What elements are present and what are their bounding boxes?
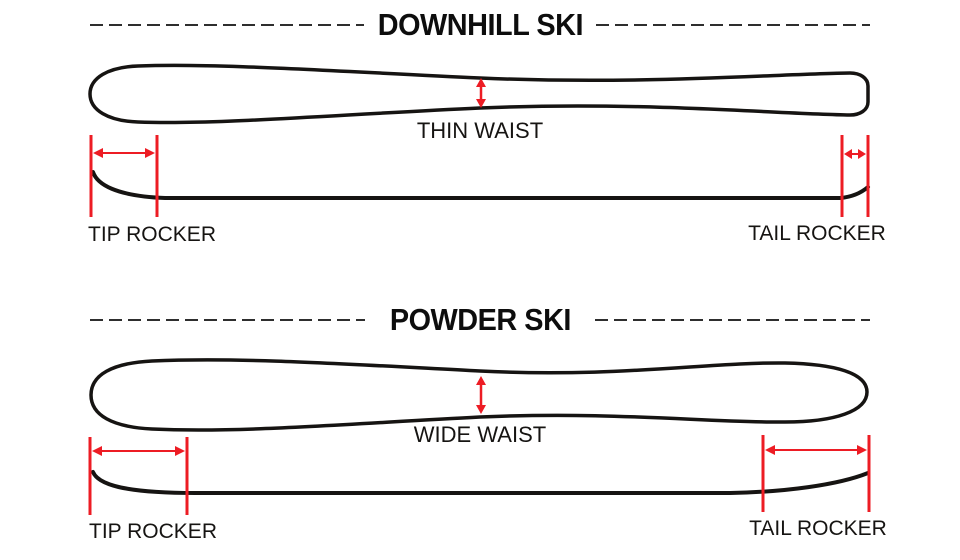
arrow-right-head: [145, 148, 155, 158]
arrow-left-head: [93, 148, 103, 158]
arrow-left-head: [844, 149, 852, 159]
downhill-ski-diagram: THIN WAIST TIP ROCKER TAIL ROCKER: [88, 63, 886, 246]
arrow-down-head: [476, 405, 486, 414]
downhill-title-row: DOWNHILL SKI: [90, 6, 870, 44]
powder-tip-rocker-measure: [88, 437, 189, 515]
arrow-left-head: [765, 445, 775, 455]
powder-ski-topview-outline: [89, 358, 869, 432]
arrow-up-head: [476, 376, 486, 385]
dashed-rule-left: [90, 23, 364, 27]
wide-waist-arrow: [476, 376, 486, 414]
powder-tail-rocker-measure: [761, 435, 871, 512]
downhill-tip-rocker-measure: [89, 135, 159, 217]
powder-title-row: POWDER SKI: [90, 301, 871, 339]
downhill-ski-profile-line: [91, 170, 870, 200]
thin-waist-label: THIN WAIST: [417, 118, 543, 143]
dashed-rule-right: [596, 23, 870, 27]
powder-title: POWDER SKI: [389, 302, 571, 337]
arrow-up-head: [476, 78, 486, 87]
arrow-right-head: [175, 446, 185, 456]
downhill-tail-rocker-measure: [840, 135, 870, 217]
downhill-tip-rocker-label: TIP ROCKER: [88, 223, 216, 246]
arrow-right-head: [857, 445, 867, 455]
arrow-down-head: [476, 99, 486, 108]
powder-ski-diagram: WIDE WAIST TIP ROCKER TAIL ROCKER: [88, 358, 887, 543]
dashed-rule-right: [595, 318, 871, 322]
arrow-left-head: [92, 446, 102, 456]
downhill-title: DOWNHILL SKI: [377, 7, 583, 42]
dashed-rule-left: [90, 318, 365, 322]
downhill-ski-topview-outline: [88, 63, 870, 125]
wide-waist-label: WIDE WAIST: [414, 422, 546, 447]
powder-tip-rocker-label: TIP ROCKER: [89, 520, 217, 543]
downhill-tail-rocker-label: TAIL ROCKER: [748, 222, 886, 245]
powder-tail-rocker-label: TAIL ROCKER: [749, 517, 887, 540]
thin-waist-arrow: [476, 78, 486, 108]
arrow-right-head: [858, 149, 866, 159]
powder-ski-profile-line: [91, 470, 870, 495]
